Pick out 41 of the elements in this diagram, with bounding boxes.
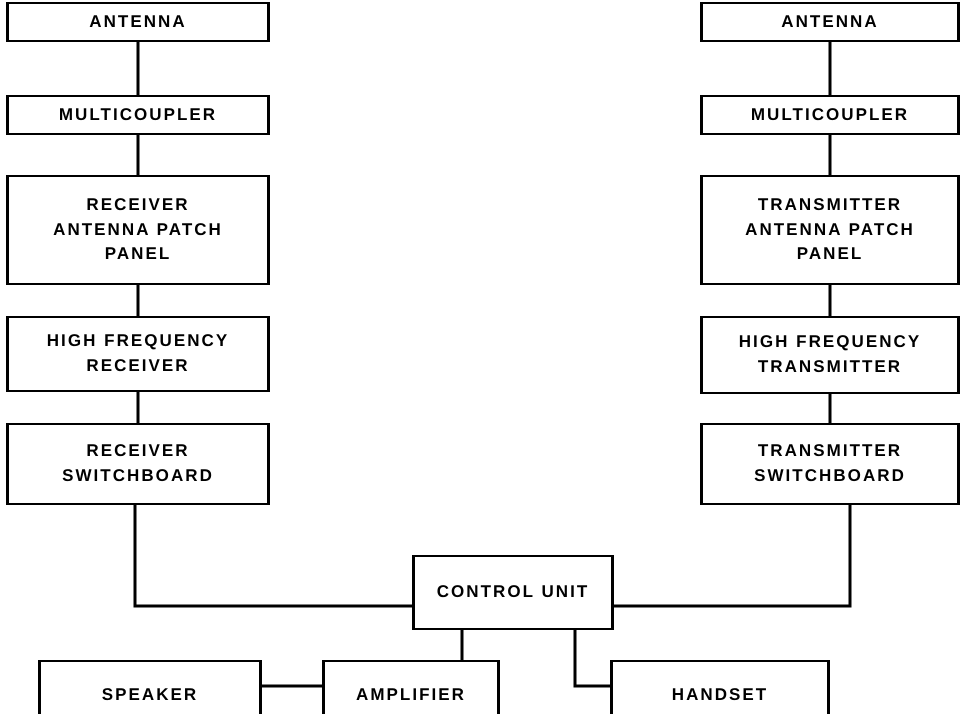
box-label: TRANSMITTER ANTENNA PATCH PANEL [744,194,916,266]
process-box [700,2,960,42]
box-label: MULTICOUPLER [58,104,218,126]
process-box [6,175,270,285]
process-box [6,423,270,505]
process-box [38,660,262,714]
process-box [700,316,960,394]
connector-line [136,135,140,175]
process-box [6,2,270,42]
connector-line [828,394,832,423]
connector-line [574,630,610,688]
process-box [322,660,500,714]
connector-line [460,630,464,660]
process-box [6,316,270,392]
connector-line [614,505,852,608]
process-box [700,423,960,505]
connector-line [262,684,322,688]
connector-line [136,42,140,95]
connector-line [828,285,832,316]
connector-line [828,42,832,95]
box-label: SPEAKER [102,684,198,706]
process-box [412,555,614,630]
box-label: HIGH FREQUENCY TRANSMITTER [738,331,922,378]
box-label: ANTENNA [781,10,879,33]
process-box [6,95,270,135]
box-label: AMPLIFIER [356,684,466,706]
connector-line [136,392,140,423]
box-label: RECEIVER ANTENNA PATCH PANEL [52,194,224,266]
box-label: CONTROL UNIT [436,581,590,604]
box-label: HIGH FREQUENCY RECEIVER [46,330,230,377]
process-box [700,175,960,285]
connector-line [828,135,832,175]
box-label: TRANSMITTER SWITCHBOARD [753,440,907,487]
box-label: MULTICOUPLER [750,104,910,126]
box-label: ANTENNA [89,10,187,33]
process-box [610,660,830,714]
connector-line [134,505,412,608]
connector-line [136,285,140,316]
box-label: RECEIVER SWITCHBOARD [61,440,215,487]
process-box [700,95,960,135]
box-label: HANDSET [672,684,768,706]
